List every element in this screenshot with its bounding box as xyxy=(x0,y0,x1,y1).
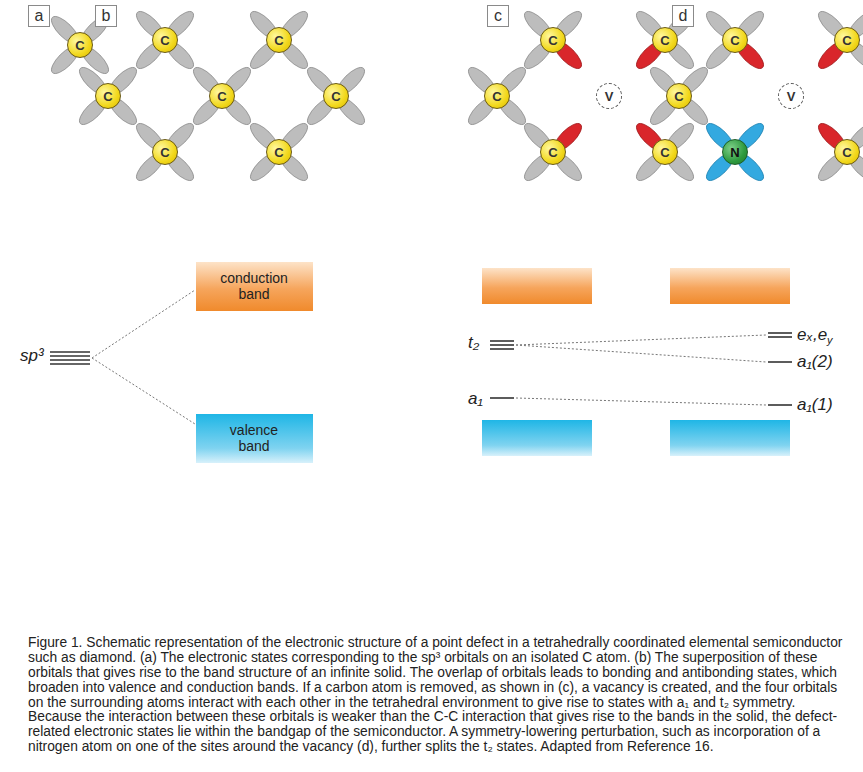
node-text: C xyxy=(217,89,226,104)
node-text: C xyxy=(660,145,669,160)
node-text: conduction band xyxy=(215,270,293,302)
node-text: C xyxy=(103,89,112,104)
correlation-lines xyxy=(92,290,766,424)
node-text: c xyxy=(494,7,502,25)
carbon-atom: C xyxy=(484,83,510,109)
carbon-atom: C xyxy=(540,27,566,53)
node-text: C xyxy=(660,33,669,48)
node-text: C xyxy=(160,145,169,160)
carbon-atom: C xyxy=(152,139,178,165)
carbon-atom: C xyxy=(266,139,292,165)
carbon-atom: C xyxy=(652,27,678,53)
node-text: C xyxy=(730,33,739,48)
vacancy-site: V xyxy=(778,83,804,109)
valence-band xyxy=(482,420,592,456)
node-text: C xyxy=(492,89,501,104)
carbon-atom: C xyxy=(209,83,235,109)
carbon-atom: C xyxy=(834,27,860,53)
orbital-lobes xyxy=(47,7,863,184)
carbon-atom: C xyxy=(722,27,748,53)
conduction-band: conduction band xyxy=(196,262,313,311)
nitrogen-atom: N xyxy=(722,139,748,165)
figure-caption: Figure 1. Schematic representation of th… xyxy=(28,636,846,755)
node-text: valence band xyxy=(215,422,293,454)
node-text: C xyxy=(274,145,283,160)
level-label: eₓ,e xyxy=(797,325,827,345)
panel-label: d xyxy=(672,5,694,27)
carbon-atom: C xyxy=(95,83,121,109)
node-text: N xyxy=(730,145,739,160)
node-text: V xyxy=(605,89,614,104)
node-text: C xyxy=(548,33,557,48)
carbon-atom: C xyxy=(834,139,860,165)
level-label: sp³ xyxy=(20,346,44,366)
panel-label: c xyxy=(487,5,509,27)
level-label: a₁ xyxy=(468,389,483,409)
node-text: C xyxy=(842,33,851,48)
node-text: a xyxy=(35,7,44,25)
carbon-atom: C xyxy=(152,27,178,53)
node-text: C xyxy=(75,38,84,53)
level-label: t₂ xyxy=(468,333,479,353)
energy-levels xyxy=(50,333,792,405)
node-text: C xyxy=(548,145,557,160)
carbon-atom: C xyxy=(323,83,349,109)
node-text: C xyxy=(674,89,683,104)
node-text: d xyxy=(679,7,688,25)
panel-label: b xyxy=(95,5,117,27)
panel-label: a xyxy=(28,5,50,27)
carbon-atom: C xyxy=(67,32,93,58)
node-text: C xyxy=(842,145,851,160)
node-text: V xyxy=(787,89,796,104)
conduction-band xyxy=(482,268,592,304)
vacancy-site: V xyxy=(596,83,622,109)
level-label: a₁(2) xyxy=(797,352,833,372)
carbon-atom: C xyxy=(652,139,678,165)
node-text: b xyxy=(102,7,111,25)
node-text: C xyxy=(331,89,340,104)
valence-band xyxy=(670,420,790,456)
carbon-atom: C xyxy=(540,139,566,165)
node-text: C xyxy=(160,33,169,48)
valence-band: valence band xyxy=(196,414,313,463)
level-label: a₁(1) xyxy=(797,395,833,415)
level-label: y xyxy=(827,334,833,346)
node-text: C xyxy=(274,33,283,48)
carbon-atom: C xyxy=(666,83,692,109)
carbon-atom: C xyxy=(266,27,292,53)
conduction-band xyxy=(670,268,790,304)
